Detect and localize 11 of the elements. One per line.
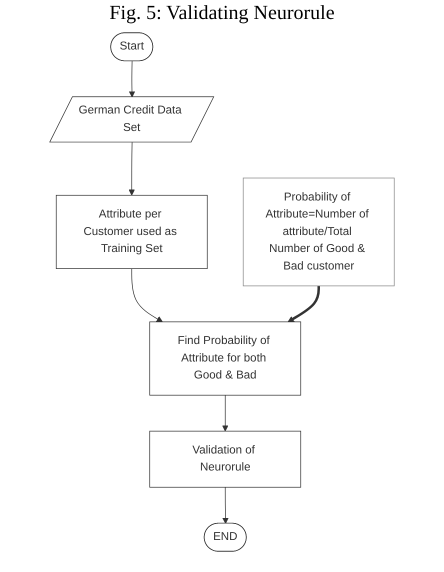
figure-title: Fig. 5: Validating Neurorule (108, 2, 336, 25)
arrow (128, 60, 136, 98)
arrow (222, 486, 229, 524)
arrow (131, 268, 163, 322)
node-box: Attribute per Customer used as Training Set (56, 194, 208, 269)
node-box: Validation of Neurorule (149, 430, 302, 488)
node-box: Find Probability of Attribute for both Good & Bad (149, 321, 302, 396)
arrow (222, 394, 228, 432)
node-box: Probability of Attribute=Number of attribute/Total Number of Good & Bad customer (242, 178, 395, 286)
arrow (288, 286, 320, 322)
arrow (128, 142, 135, 196)
